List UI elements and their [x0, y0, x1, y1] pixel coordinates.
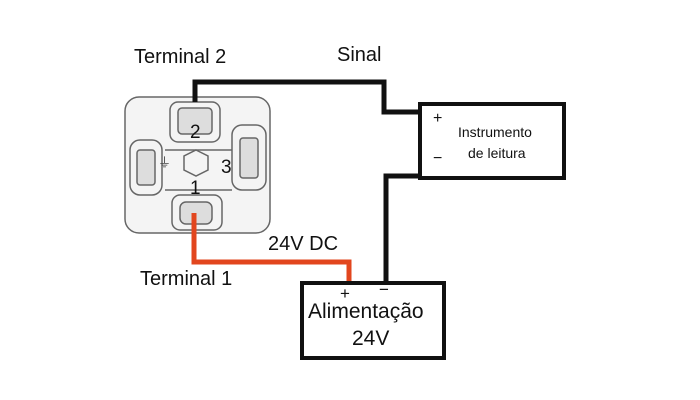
voltage-label: 24V DC — [268, 233, 339, 255]
supply-positive-wire — [191, 213, 352, 284]
instrument-label-line2: de leitura — [468, 145, 526, 161]
signal-label: Sinal — [337, 44, 382, 66]
power-plus: + — [340, 284, 350, 303]
ground-icon: ⏚ — [158, 155, 172, 170]
instrument-label-line1: Instrumento — [458, 124, 532, 140]
instrument-box — [418, 102, 566, 180]
negative-wire — [383, 173, 420, 282]
power-supply-box — [300, 281, 446, 360]
signal-wire — [192, 79, 420, 115]
terminal-2-label: Terminal 2 — [134, 46, 227, 68]
transmitter-connector — [124, 96, 271, 234]
instrument-minus: − — [433, 150, 443, 167]
power-minus: − — [379, 280, 389, 299]
instrument-plus: + — [433, 110, 443, 127]
power-label-line2: 24V — [352, 327, 390, 350]
power-label-line1: Alimentação — [308, 300, 424, 323]
terminal-number-1: 1 — [190, 178, 201, 199]
terminal-number-3: 3 — [221, 157, 232, 178]
terminal-number-2: 2 — [190, 122, 201, 143]
terminal-1-label: Terminal 1 — [140, 268, 233, 290]
